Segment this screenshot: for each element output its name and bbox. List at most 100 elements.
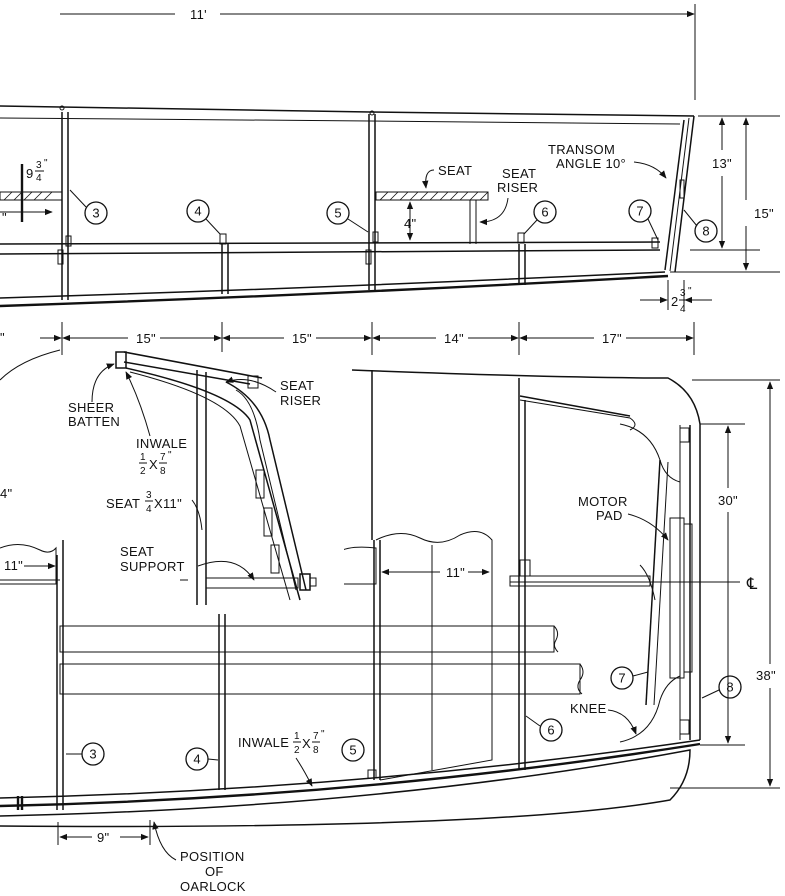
chine-batten-top: [0, 241, 661, 245]
oarlock-leader: [152, 821, 177, 861]
frame-cleat: [65, 235, 72, 247]
knee-label: KNEE: [570, 701, 607, 716]
spacing-1-label: 15": [136, 331, 156, 346]
plan-frame-7-circle: [610, 666, 634, 690]
dim-2-whole: 2: [671, 294, 679, 309]
side-frame-8-leader: [683, 209, 698, 227]
oarlock-label-2: OF: [205, 864, 224, 879]
detail-seat-leader: [191, 499, 203, 531]
aft-seat-hatch: [379, 191, 489, 201]
detail-side-plank: [125, 367, 301, 601]
detail-riser: [225, 381, 307, 591]
forward-tick: ": [2, 210, 7, 225]
dim-2-inch: ": [688, 286, 692, 297]
plan-inwale-label: INWALE: [238, 735, 289, 750]
transom-leader: [633, 161, 667, 179]
dim-9-num: 3: [36, 160, 42, 171]
detail-keel-block-tip: [309, 577, 317, 587]
center-break-piece: [375, 530, 493, 781]
sheer-line: [0, 105, 695, 117]
plan-frame-4-leader: [207, 758, 219, 761]
plan-frame-6-label: 6: [547, 723, 554, 738]
plan-frame-5-label: 5: [349, 743, 356, 758]
spacing-4-label: 17": [602, 331, 622, 346]
plan-frame-3-label: 3: [89, 747, 96, 762]
seat-height-label: 4": [404, 216, 417, 231]
transom-corner-block: [679, 427, 690, 443]
dim-2-den: 4: [680, 304, 686, 315]
dim-30-label: 30": [718, 493, 738, 508]
side-frame-6-leader: [523, 219, 538, 235]
knee-leader: [607, 709, 637, 735]
sheer-screw: [59, 105, 65, 111]
detail-inwale-d2: 8: [160, 466, 166, 477]
detail-seat-dims: X11": [154, 496, 182, 511]
side-frame-5-label: 5: [334, 206, 341, 221]
side-frame-5-leader: [347, 218, 369, 233]
gunwale-inner: [0, 117, 681, 125]
centerline-symbol: ℄: [746, 576, 758, 593]
sheer-batten-label-1: SHEER: [68, 400, 114, 415]
dim-9-label: 9": [97, 830, 110, 845]
hull-outline-top: [351, 369, 701, 740]
motor-pad-brace: [639, 564, 656, 601]
plan-view: ℄ 11" 11" 4 ": [0, 349, 780, 894]
sheer-batten-label-2: BATTEN: [68, 414, 120, 429]
plan-frame-8-leader: [701, 689, 720, 699]
oarlock-label-1: POSITION: [180, 849, 245, 864]
plan-frame-6-circle: [539, 718, 563, 742]
detail-inwale-inch: ": [168, 450, 172, 461]
plan-frame-6-leader: [525, 715, 541, 727]
detail-seat-support-2: SUPPORT: [120, 559, 185, 574]
motor-pad: [669, 517, 685, 679]
plan-inwale-d2: 8: [313, 745, 319, 756]
plan-frame-7-label: 7: [618, 671, 625, 686]
seat-label: SEAT: [438, 163, 472, 178]
frame-cleat: [365, 249, 372, 265]
dim-11-left-label: 11": [4, 558, 23, 573]
dim-13-label: 13": [712, 156, 732, 171]
side-frame-4-label: 4: [194, 204, 201, 219]
gunwale-lower-2: [0, 742, 701, 808]
left-curve-top: [0, 349, 61, 381]
plan-frame-8-circle: [718, 675, 742, 699]
detail-seat-label: SEAT: [106, 496, 140, 511]
transom-cleat: [651, 237, 659, 249]
dim-2-num: 3: [680, 288, 686, 299]
detail-seat-piece: [263, 507, 273, 537]
plan-inwale-leader: [295, 757, 313, 787]
plan-frame-4-label: 4: [193, 752, 200, 767]
sheer-screw: [369, 110, 375, 116]
transom-inner: [664, 119, 685, 271]
plan-inwale-inch: ": [321, 729, 325, 740]
dim-9-whole: 9: [26, 166, 34, 181]
plan-inwale-n2: 7: [313, 731, 319, 742]
detail-seat-piece: [255, 469, 265, 499]
bottom-line-upper: [0, 271, 666, 299]
transom-corner-block: [679, 719, 690, 735]
inwale-top: [519, 399, 636, 431]
bottom-board-2: [59, 663, 581, 695]
spacing-2-label: 15": [292, 331, 312, 346]
plan-frame-5-block: [367, 769, 377, 779]
side-frame-8-label: 8: [702, 224, 709, 239]
gunwale-lower-1: [0, 739, 701, 799]
detail-seat-support-leader: [197, 560, 255, 581]
dim-11-mid-label: 11": [446, 565, 465, 580]
side-frame-4-leader: [205, 218, 221, 235]
side-frame-7-leader: [647, 218, 659, 241]
hull-outline-bottom: [0, 749, 691, 828]
detail-riser-inner: [235, 389, 297, 591]
motor-pad-label-1: MOTOR: [578, 494, 628, 509]
side-frame-7-label: 7: [636, 204, 643, 219]
motor-pad-leader: [627, 513, 669, 541]
transom-label-1: TRANSOM: [548, 142, 615, 157]
detail-inwale-n2: 7: [160, 452, 166, 463]
side-frame-8-circle: [694, 219, 718, 243]
detail-seat-riser-leader: [225, 376, 277, 393]
detail-seat-d: 4: [146, 504, 152, 515]
aft-thwart: [509, 575, 651, 587]
motor-pad-back: [683, 523, 693, 673]
frame-cleat: [57, 249, 64, 265]
